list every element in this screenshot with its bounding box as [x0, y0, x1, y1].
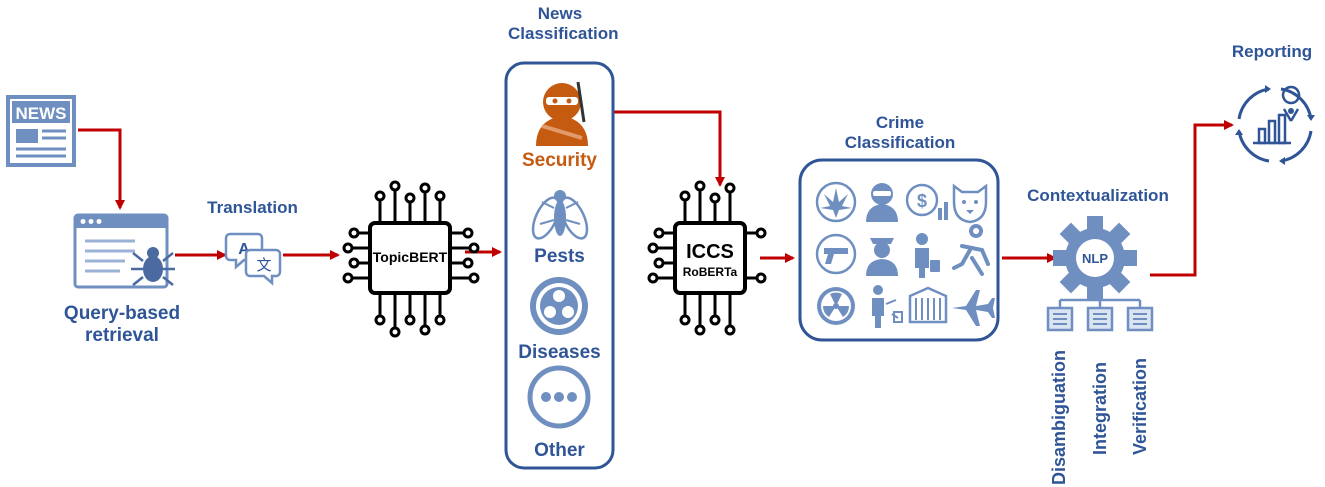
body-outline-icon [952, 224, 990, 276]
crime-icon-grid: $ [815, 181, 995, 328]
wildlife-icon [952, 183, 988, 224]
spider-browser-icon [73, 213, 175, 289]
news-category-pests: Pests [534, 246, 585, 267]
topicbert-chip: TopicBERT [342, 180, 480, 338]
document-icon [1126, 306, 1154, 332]
stage-label-contextualization: Contextualization [1027, 186, 1169, 205]
fly-icon [531, 190, 589, 240]
nlp-label: NLP [1082, 251, 1108, 266]
iccs-roberta-chip: ICCS RoBERTa [647, 180, 767, 336]
arrow-security-to-iccs [612, 110, 725, 187]
news-category-other: Other [534, 440, 585, 461]
context-tree-lines [1058, 292, 1142, 310]
translate-icon: A 文 [224, 232, 282, 286]
ellipsis-icon [527, 365, 591, 429]
newspaper-label: NEWS [16, 104, 67, 123]
radioactive-icon [817, 287, 855, 325]
context-step-disambiguation: Disambiguation [1049, 349, 1069, 485]
news-category-security: Security [522, 150, 597, 171]
money-icon: $ [905, 183, 948, 220]
gear-icon: NLP [1053, 216, 1137, 300]
newspaper-icon: NEWS [6, 95, 76, 167]
cannabis-icon [815, 181, 857, 223]
stage-label-translation: Translation [207, 198, 298, 217]
police-officer-icon [866, 238, 898, 276]
context-step-integration: Integration [1090, 362, 1110, 455]
context-doc-icons [1046, 306, 1154, 332]
svg-text:$: $ [917, 191, 927, 211]
document-icon [1046, 306, 1074, 332]
trafficking-icon [872, 285, 903, 328]
news-classification-box [504, 61, 615, 470]
news-category-diseases: Diseases [518, 342, 601, 363]
stage-label-news-classification: News Classification [508, 4, 619, 43]
flow-arrows [78, 110, 1234, 277]
arrow-news-to-retrieval [78, 128, 125, 210]
stage-label-query-retrieval: Query-based retrieval [63, 303, 181, 346]
pistol-icon [815, 233, 857, 275]
analytics-location-icon [1235, 85, 1315, 165]
iccs-label: ICCS [686, 241, 734, 263]
document-icon [1086, 306, 1114, 332]
stage-label-crime-classification: Crime Classification [844, 113, 956, 152]
biohazard-icon [530, 277, 588, 335]
roberta-label: RoBERTa [683, 265, 738, 279]
airplane-icon [952, 290, 995, 326]
masked-attacker-icon [536, 81, 588, 146]
smuggler-icon [915, 233, 940, 278]
hooded-criminal-icon [866, 183, 898, 222]
stage-label-reporting: Reporting [1231, 42, 1313, 61]
arrow-context-to-reporting [1150, 120, 1234, 277]
translate-glyph-b: 文 [256, 256, 271, 274]
topicbert-label: TopicBERT [373, 249, 448, 265]
container-icon [908, 286, 948, 324]
context-step-verification: Verification [1130, 357, 1150, 455]
